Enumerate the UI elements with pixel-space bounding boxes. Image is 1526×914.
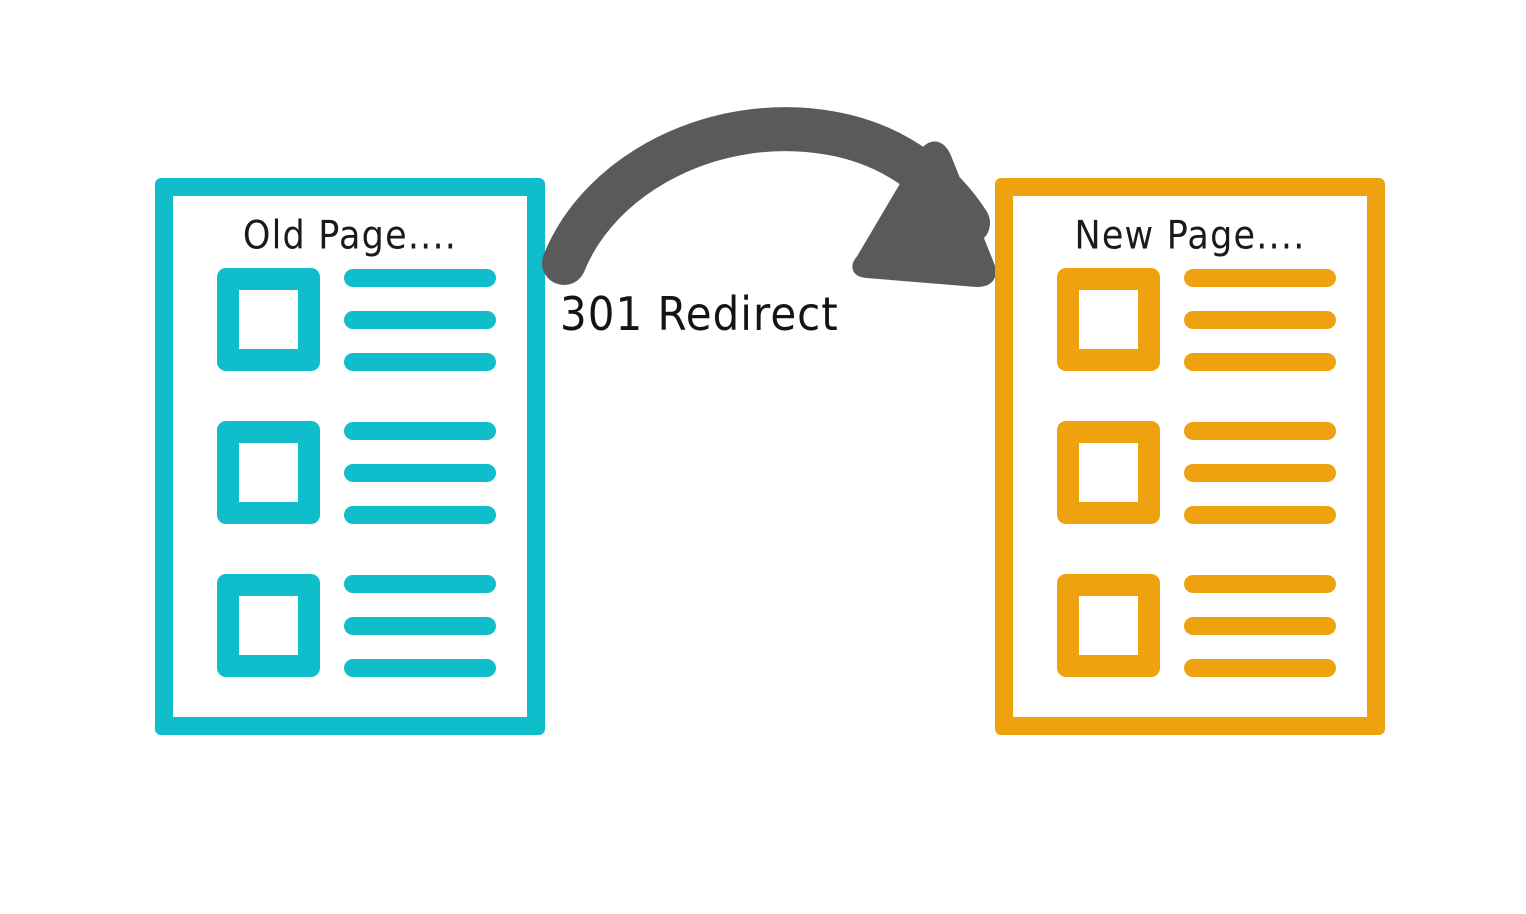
list-item xyxy=(1057,268,1341,371)
text-line xyxy=(344,506,496,524)
list-item xyxy=(1057,574,1341,677)
text-line xyxy=(1184,311,1336,329)
old-page-title: Old Page.... xyxy=(242,214,458,259)
text-lines-group xyxy=(1184,268,1341,371)
text-line xyxy=(344,617,496,635)
empty-checkbox-icon xyxy=(1057,574,1160,677)
text-line xyxy=(1184,617,1336,635)
arrow-head xyxy=(852,141,996,287)
text-lines-group xyxy=(1184,574,1341,677)
empty-checkbox-icon xyxy=(217,421,320,524)
text-line xyxy=(344,464,496,482)
text-line xyxy=(344,353,496,371)
arrow-shaft xyxy=(542,107,990,285)
text-line xyxy=(1184,269,1336,287)
text-line xyxy=(1184,422,1336,440)
empty-checkbox-icon xyxy=(1057,421,1160,524)
text-lines-group xyxy=(344,268,501,371)
curved-arrow-icon xyxy=(542,107,996,287)
text-line xyxy=(1184,353,1336,371)
list-item xyxy=(1057,421,1341,524)
list-item xyxy=(217,268,501,371)
text-line xyxy=(344,311,496,329)
text-line xyxy=(344,269,496,287)
text-line xyxy=(1184,575,1336,593)
list-item xyxy=(217,574,501,677)
redirect-arrow xyxy=(540,95,1010,295)
text-line xyxy=(344,659,496,677)
text-line xyxy=(1184,464,1336,482)
new-page-rows xyxy=(1057,268,1341,677)
text-lines-group xyxy=(1184,421,1341,524)
text-lines-group xyxy=(344,574,501,677)
empty-checkbox-icon xyxy=(1057,268,1160,371)
new-page-title: New Page.... xyxy=(1074,214,1306,259)
empty-checkbox-icon xyxy=(217,268,320,371)
empty-checkbox-icon xyxy=(217,574,320,677)
old-page-card: Old Page.... xyxy=(155,178,545,735)
text-line xyxy=(344,422,496,440)
text-line xyxy=(344,575,496,593)
text-line xyxy=(1184,659,1336,677)
new-page-card: New Page.... xyxy=(995,178,1385,735)
old-page-rows xyxy=(217,268,501,677)
text-line xyxy=(1184,506,1336,524)
list-item xyxy=(217,421,501,524)
redirect-label: 301 Redirect xyxy=(560,287,839,341)
text-lines-group xyxy=(344,421,501,524)
